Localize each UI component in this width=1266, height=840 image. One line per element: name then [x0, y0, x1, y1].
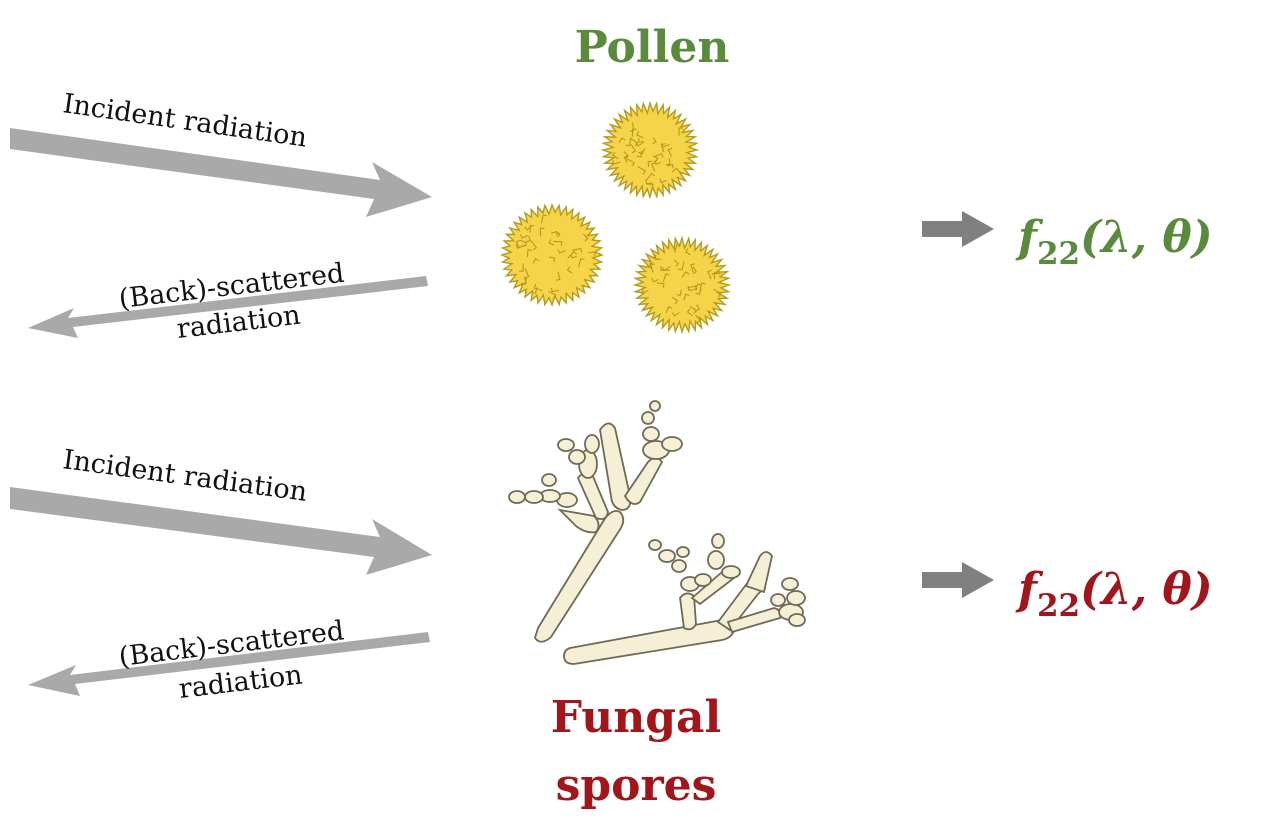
- formula-subscript: 22: [1037, 588, 1080, 624]
- incident-arrow-pollen: [10, 128, 432, 217]
- incident-label-fungal: Incident radiation: [61, 444, 309, 508]
- formula-subscript: 22: [1037, 236, 1080, 272]
- arrow-right-icon: [922, 562, 994, 598]
- arrow-right-icon: [922, 211, 994, 247]
- pollen-formula: f22(λ, θ): [1015, 212, 1213, 272]
- scattered-arrow-fungal: [28, 632, 430, 696]
- pollen-grain-icon: [632, 235, 732, 335]
- pollen-title: Pollen: [575, 22, 730, 73]
- fungal-formula: f22(λ, θ): [1015, 564, 1213, 624]
- fungal-title-line2: spores: [556, 760, 717, 811]
- fungal-title-line1: Fungal: [551, 692, 721, 743]
- fungal-hyphae-icon: [508, 400, 806, 665]
- scattered-arrow-pollen: [28, 276, 428, 338]
- pollen-grain-icon: [600, 100, 700, 200]
- pollen-grain-icon: [500, 203, 604, 307]
- incident-arrow-fungal: [10, 487, 432, 575]
- pollen-grains: [500, 100, 732, 335]
- formula-args: (λ, θ): [1080, 564, 1212, 615]
- formula-args: (λ, θ): [1080, 212, 1212, 263]
